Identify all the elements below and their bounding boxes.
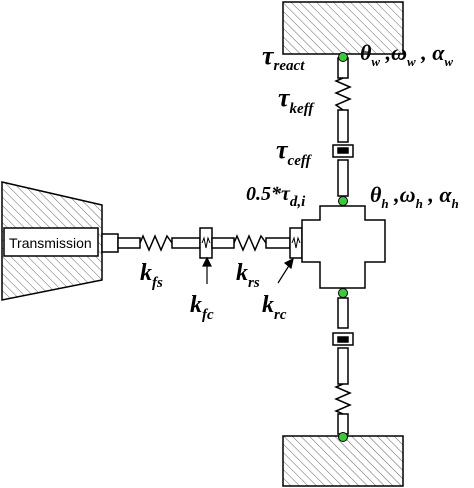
damper-piston [337,147,349,154]
node-hub-top [338,196,348,206]
top-ground-block [282,1,404,55]
spring-tau-keff [334,77,352,111]
coupling-kfc-spring [201,236,211,249]
lower-shaft-3 [337,413,349,435]
upper-shaft-3 [337,159,349,197]
label-k-rs: krs [236,260,260,291]
lower-damper-piston [337,336,349,343]
node-wheel-top [338,52,348,62]
transmission-label: Transmission [9,235,92,251]
bottom-ground-block [282,435,404,487]
label-hub-states: θh ,ωh , αh [370,182,459,211]
label-k-rc: krc [262,292,287,323]
shaft-segment-2 [171,237,201,249]
upper-vertical-chain [332,57,354,197]
nodes [338,52,348,442]
horizontal-driveline [101,227,303,259]
coupling-krc [289,227,303,259]
spring-krs [233,234,267,252]
arrows [202,256,294,284]
shaft-segment-1 [117,237,141,249]
lower-spring [334,383,352,415]
arrow-krc-line [277,263,291,284]
lower-shaft-2 [337,347,349,385]
label-k-fc: kfc [190,292,214,323]
label-tau-ceff: τceff [276,135,313,169]
coupling-kfc [199,227,213,259]
coupling-krc-spring [291,236,301,249]
damper-cup [332,144,354,158]
output-stub [101,233,119,253]
label-k-fs: kfs [140,260,163,291]
upper-shaft-2 [337,109,349,143]
arrow-kfc-head [202,256,212,267]
lower-shaft-1 [337,297,349,329]
spring-kfs [139,234,173,252]
label-tau-keff: τkeff [278,83,315,117]
shaft-segment-3 [211,237,235,249]
transmission-housing: Transmission [1,181,103,301]
node-hub-bottom [338,288,348,298]
lower-vertical-chain [332,297,354,435]
hub-body [301,205,386,289]
arrow-krc-head [283,257,294,270]
shaft-segment-4 [265,237,291,249]
label-half-tau-di: 0.5*τd,i [246,183,306,210]
node-ground-bottom [338,432,348,442]
label-tau-react: τreact [262,41,305,74]
lower-damper-cup [332,332,354,346]
label-wheel-states: θw ,ωw , αw [360,40,453,69]
